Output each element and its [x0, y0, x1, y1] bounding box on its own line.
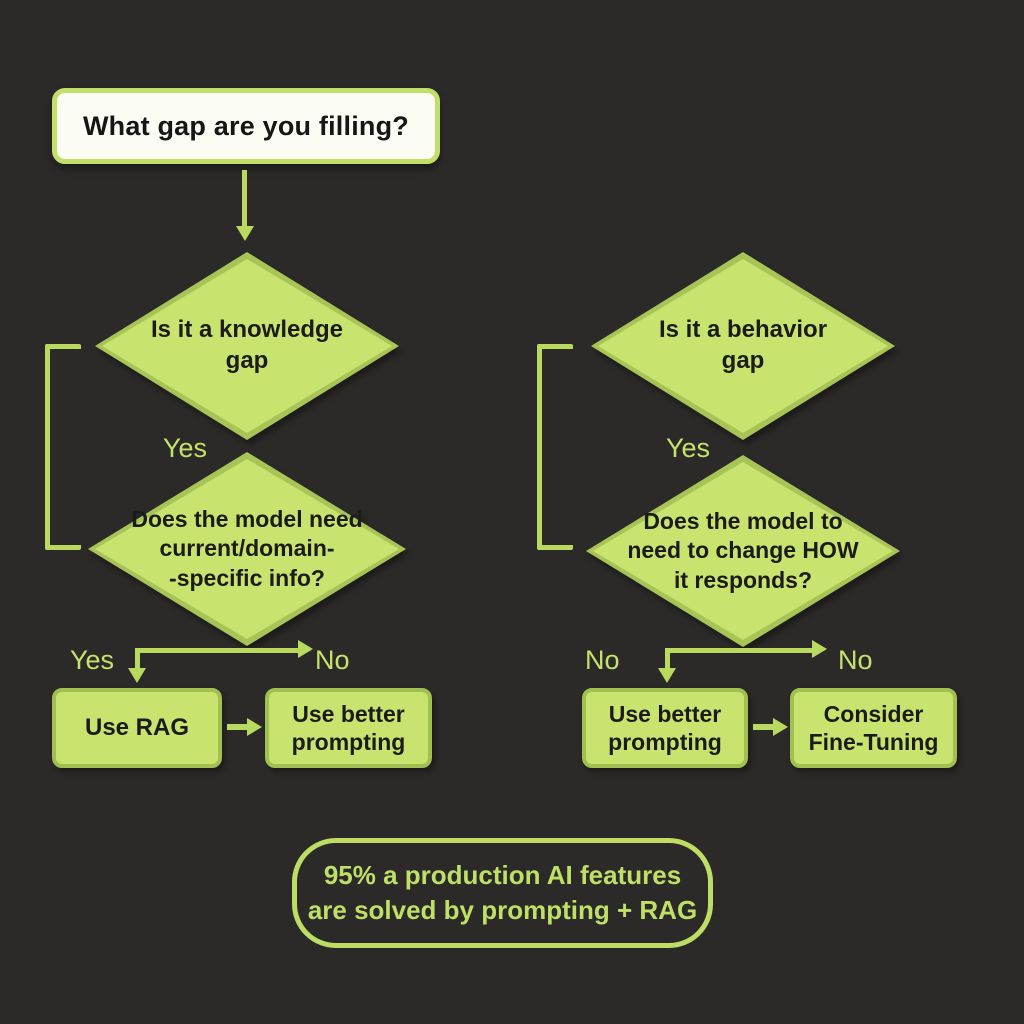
- label-no-prompting-left: No: [315, 645, 350, 675]
- decision-domain-info-diamond: Does the model need current/domain- -spe…: [88, 452, 406, 646]
- decision-text-line: Is it a knowledge: [150, 316, 344, 344]
- footer-note-box: 95% a production AI features are solved …: [292, 838, 713, 948]
- connector-left-vertical-line: [135, 648, 140, 672]
- down-arrowhead-icon: [236, 226, 254, 241]
- decision-knowledge-gap-diamond: Is it a knowledge gap: [95, 252, 399, 440]
- decision-behavior-gap-diamond: Is it a behavior gap: [591, 252, 895, 440]
- right-arrowhead-icon: [812, 640, 827, 658]
- footer-note-line: 95% a production AI features: [323, 859, 682, 890]
- label-no-prompting-right: No: [585, 645, 620, 675]
- decision-text-line: current/domain-: [159, 535, 335, 562]
- decision-change-how-diamond: Does the model to need to change HOW it …: [586, 455, 900, 647]
- result-text-line: prompting: [608, 729, 722, 755]
- result-use-rag-box: Use RAG: [52, 688, 222, 768]
- root-question-box: What gap are you filling?: [52, 88, 440, 164]
- arrow-rag-to-prompting-line: [227, 724, 249, 730]
- decision-text-line: need to change HOW: [627, 537, 859, 564]
- arrow-root-down-line: [242, 170, 247, 228]
- decision-text-line: Does the model to: [643, 507, 843, 534]
- down-arrowhead-icon: [658, 668, 676, 683]
- left-bracket-connector: [45, 344, 81, 550]
- right-arrowhead-icon: [773, 718, 788, 736]
- root-question-text: What gap are you filling?: [82, 110, 409, 141]
- right-arrowhead-icon: [298, 640, 313, 658]
- decision-text-line: Does the model need: [131, 505, 363, 532]
- decision-text-line: it responds?: [673, 566, 812, 593]
- decision-text-line: gap: [225, 347, 269, 374]
- connector-left-horizontal-line: [135, 648, 301, 653]
- result-use-better-prompting-right-box: Use better prompting: [582, 688, 748, 768]
- decision-text-line: -specific info?: [169, 564, 325, 591]
- result-text-line: prompting: [291, 729, 406, 755]
- right-arrowhead-icon: [247, 718, 262, 736]
- result-text-line: Fine-Tuning: [808, 729, 939, 755]
- label-yes-rag: Yes: [70, 645, 115, 675]
- right-bracket-connector: [537, 344, 573, 550]
- result-text-line: Use better: [292, 700, 405, 727]
- decision-text-line: Is it a behavior: [658, 316, 828, 344]
- arrow-prompting-to-finetuning-line: [753, 724, 775, 730]
- down-arrowhead-icon: [128, 668, 146, 683]
- footer-note-line: are solved by prompting + RAG: [307, 895, 698, 925]
- label-yes-behavior: Yes: [666, 433, 711, 463]
- result-text-line: Consider: [823, 700, 924, 727]
- connector-right-vertical-line: [665, 648, 670, 672]
- label-yes-knowledge: Yes: [163, 433, 208, 463]
- result-text-line: Use RAG: [84, 714, 190, 742]
- result-text-line: Use better: [608, 700, 722, 727]
- connector-right-horizontal-line: [665, 648, 815, 653]
- result-consider-fine-tuning-box: Consider Fine-Tuning: [790, 688, 957, 768]
- label-no-finetuning: No: [838, 645, 873, 675]
- decision-text-line: gap: [721, 347, 765, 374]
- result-use-better-prompting-left-box: Use better prompting: [265, 688, 432, 768]
